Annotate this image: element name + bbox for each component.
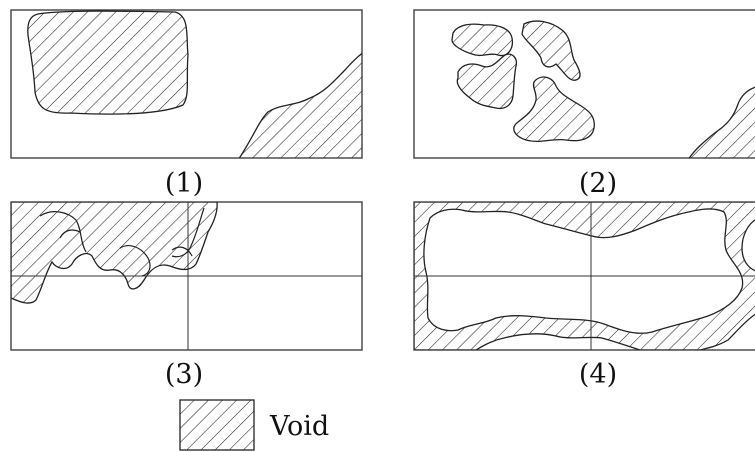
panel-2-frame — [413, 9, 755, 159]
panel-1-caption: (1) — [165, 168, 203, 199]
panel-2 — [413, 9, 755, 159]
legend-label: Void — [269, 411, 329, 442]
panel-2-caption: (2) — [579, 168, 617, 199]
panel-3-caption: (3) — [165, 359, 203, 390]
hatched-square-icon — [179, 399, 255, 451]
panel-1 — [10, 9, 363, 159]
void-region — [521, 20, 581, 81]
void-region — [27, 10, 189, 115]
legend: Void — [179, 399, 329, 451]
void-region — [513, 76, 595, 143]
void-region — [414, 202, 755, 350]
panel-3 — [10, 201, 363, 351]
void-region — [688, 86, 755, 158]
panel-4-caption: (4) — [579, 359, 617, 390]
void-region — [451, 23, 514, 57]
void-region — [11, 202, 218, 304]
void-region — [456, 53, 518, 110]
void-region — [238, 52, 362, 158]
panel-4 — [413, 201, 755, 351]
